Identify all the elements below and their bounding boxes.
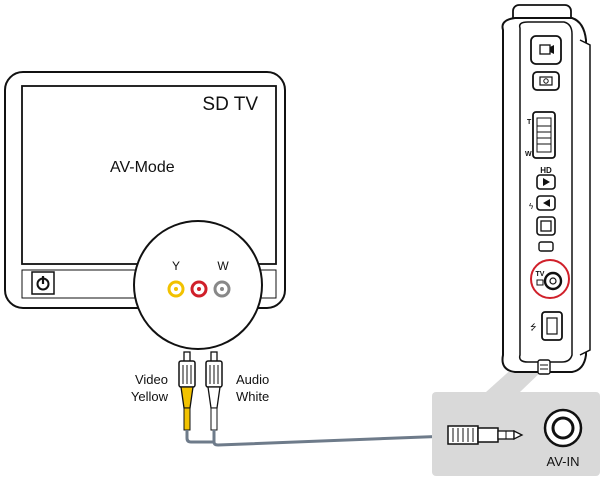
white-audio-port[interactable] <box>213 280 231 298</box>
rewind-icon <box>543 199 550 207</box>
flash-icon: ϟ <box>529 202 534 211</box>
zoom-w-label: W <box>525 151 532 158</box>
play-button[interactable] <box>536 174 556 190</box>
record-button[interactable] <box>530 35 562 65</box>
video-label: Video <box>135 372 168 387</box>
av-in-label: AV-IN <box>547 454 580 469</box>
av-jack-plug <box>447 425 524 445</box>
audio-label: Audio <box>236 372 269 387</box>
tv-title: SD TV <box>202 94 258 115</box>
zoom-t-label: T <box>527 119 532 126</box>
photo-button[interactable] <box>532 71 560 91</box>
video-camera-icon <box>539 44 554 55</box>
play-icon <box>543 178 550 186</box>
rca-video-plug <box>178 351 196 431</box>
strap-anchor <box>537 359 551 375</box>
video-color-label: Yellow <box>131 389 169 404</box>
rca-audio-plug <box>205 351 223 431</box>
av-cable <box>185 430 451 447</box>
usb-port[interactable] <box>541 311 563 341</box>
hd-label: HD <box>540 166 552 175</box>
port-y-label: Y <box>172 259 180 273</box>
tv-out-label: TV <box>536 271 545 278</box>
tv-av-port-magnifier: Y W <box>133 220 263 350</box>
av-in-port-icon <box>543 408 583 448</box>
power-icon <box>36 276 50 291</box>
small-mode-button[interactable] <box>538 241 554 252</box>
camera-icon <box>539 76 553 86</box>
audio-color-label: White <box>236 389 269 404</box>
tv-power-button[interactable] <box>31 271 55 295</box>
camcorder: T W HD ϟ TV <box>501 4 591 375</box>
tv-out-port[interactable] <box>530 259 570 299</box>
red-audio-port[interactable] <box>190 280 208 298</box>
flash-button[interactable] <box>536 195 556 211</box>
menu-icon <box>540 220 552 232</box>
zoom-lever[interactable] <box>532 111 556 159</box>
menu-button[interactable] <box>536 216 556 236</box>
tv-mode-label: AV-Mode <box>110 159 175 176</box>
yellow-video-port[interactable] <box>167 280 185 298</box>
usb-icon: ⭍ <box>530 323 537 332</box>
port-w-label: W <box>217 259 229 273</box>
tv-out-small-icon <box>536 279 544 286</box>
